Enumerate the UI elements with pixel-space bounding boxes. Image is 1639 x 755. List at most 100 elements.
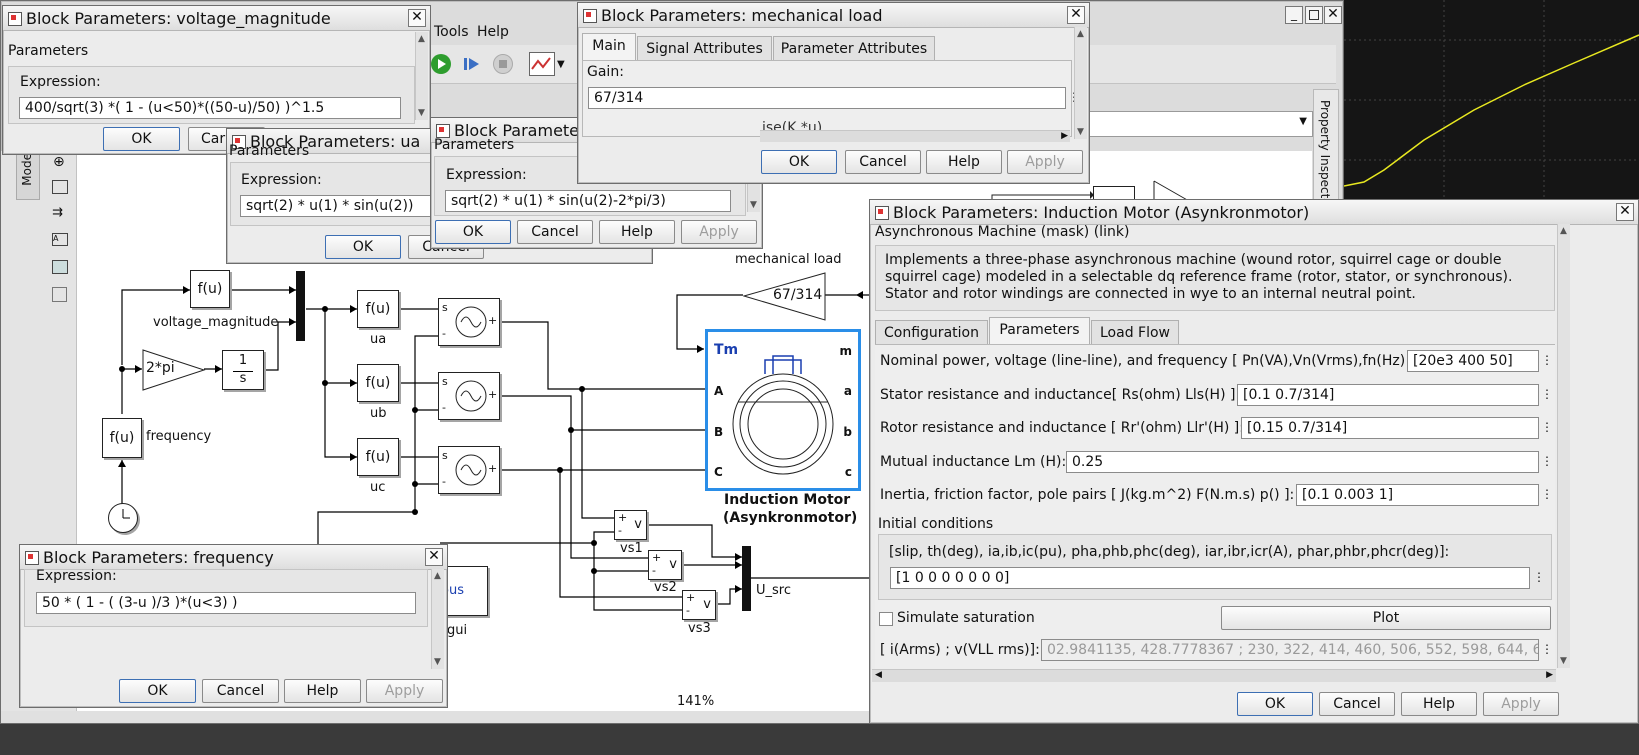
tab-main[interactable]: Main [582,33,636,61]
param-field-mutual[interactable]: 0.25 [1066,451,1539,473]
mux-block[interactable] [296,271,305,341]
expression-field[interactable]: 50 * ( 1 - ( (3-u )/3 )*(u<3) ) [36,592,416,614]
initial-conditions-field[interactable]: [1 0 0 0 0 0 0 0] [890,567,1530,589]
voltage-source-a[interactable]: s - + [438,298,500,346]
usrc-mux-block[interactable] [742,546,751,611]
sidebar-tab[interactable]: Mode [16,146,40,200]
stop-icon[interactable] [493,54,513,74]
more-options-icon[interactable]: ⋮ [1541,454,1553,468]
scope-toolbar-icon[interactable] [529,52,555,76]
model-browser-dropdown[interactable]: ▼ [1086,111,1313,137]
tab-signal-attributes[interactable]: Signal Attributes [637,36,772,61]
fcn-block-frequency[interactable]: f(u) [102,418,142,458]
fcn-block-voltage[interactable]: f(u) [190,270,230,308]
zoom-icon[interactable]: ⊕ [53,154,65,170]
expression-field[interactable]: sqrt(2) * u(1) * sin(u(2)-2*pi/3) [445,190,731,212]
plot-button[interactable]: Plot [1221,606,1551,630]
simulate-saturation-label: Simulate saturation [897,610,1035,626]
close-icon[interactable]: ✕ [425,548,443,566]
fit-view-icon[interactable] [52,180,68,194]
property-inspector-tab[interactable]: Property Inspector [1313,89,1339,211]
menu-help[interactable]: Help [477,24,509,40]
parameters-header: Parameters [8,43,89,59]
ok-button[interactable]: OK [1237,692,1313,716]
apply-button[interactable]: Apply [681,220,757,244]
clock-block[interactable] [108,503,138,533]
run-icon[interactable] [431,54,451,74]
saturation-field[interactable]: 02.9841135, 428.7778367 ; 230, 322, 414,… [1041,639,1539,661]
param-field-inertia[interactable]: [0.1 0.003 1] [1296,484,1539,506]
voltage-meter-vs1[interactable]: +- v [614,510,647,540]
menu-tools[interactable]: Tools [434,24,469,40]
ok-button[interactable]: OK [761,150,837,174]
voltage-meter-vs3[interactable]: +- v [682,590,716,620]
more-options-icon[interactable]: ⋮ [1541,487,1553,501]
title-bar[interactable]: Block Parameters: Induction Motor (Asynk… [870,200,1638,225]
ok-button[interactable]: OK [435,220,511,244]
horizontal-scrollbar[interactable]: ◀▶ [872,669,1556,682]
integrator-den: s [239,371,247,386]
help-button[interactable]: Help [926,150,1002,174]
more-options-icon[interactable]: ⋮ [1533,570,1545,584]
parameters-header: Parameters [229,143,310,159]
voltage-source-c[interactable]: s - + [438,446,500,494]
close-icon[interactable]: ✕ [408,9,426,27]
help-button[interactable]: Help [284,679,361,703]
param-field-nominal[interactable]: [20e3 400 50] [1407,350,1539,372]
chevron-down-icon[interactable]: ▼ [557,59,565,70]
maximize-button[interactable] [1305,6,1323,24]
cancel-button[interactable]: Cancel [202,679,279,703]
cancel-button[interactable]: Cancel [1319,692,1395,716]
ok-button[interactable]: OK [119,679,196,703]
step-forward-icon[interactable] [461,54,483,78]
gain-2pi-block[interactable]: 2*pi [142,349,206,395]
mechanical-load-gain-value: 67/314 [773,287,823,303]
horizontal-scrollbar[interactable]: ▶ [760,130,1070,142]
tab-configuration[interactable]: Configuration [875,320,988,345]
minimize-button[interactable]: _ [1285,6,1303,24]
ok-button[interactable]: OK [103,127,180,151]
more-options-icon[interactable]: ⋮ [1541,420,1553,434]
close-icon[interactable]: ✕ [1067,6,1085,24]
title-bar[interactable]: Block Parameters: voltage_magnitude ✕ [3,6,430,31]
cancel-button[interactable]: Cancel [517,220,593,244]
tab-parameter-attributes[interactable]: Parameter Attributes [773,36,935,61]
induction-motor-block[interactable]: Tm m A B C a b c [705,329,861,491]
title-bar[interactable]: Block Parameters: frequency ✕ [20,545,447,570]
dialog-scrollbar[interactable]: ▲▼ [415,32,428,120]
image-icon[interactable] [52,260,68,274]
more-options-icon[interactable]: ⋮ [1541,387,1553,401]
title-bar[interactable]: Block Parameters: mechanical load ✕ [578,3,1089,28]
dialog-scrollbar[interactable]: ▲▼ [1557,224,1570,668]
more-options-icon[interactable]: ⋮ [1541,642,1553,656]
integrator-block[interactable]: 1 s [222,350,264,390]
cancel-button[interactable]: Cancel [845,150,921,174]
tab-load-flow[interactable]: Load Flow [1091,320,1179,345]
param-field-rotor[interactable]: [0.15 0.7/314] [1241,417,1539,439]
help-button[interactable]: Help [1401,692,1477,716]
apply-button[interactable]: Apply [1007,150,1083,174]
arrow-icon[interactable]: ⇉ [52,205,63,220]
annotation-icon[interactable]: A [52,233,68,246]
fcn-block-ub[interactable]: f(u) [357,364,399,402]
expression-field[interactable]: 400/sqrt(3) *( 1 - (u<50)*((50-u)/50) )^… [19,97,401,119]
close-icon[interactable]: ✕ [1616,203,1634,221]
apply-button[interactable]: Apply [366,679,443,703]
fcn-block-uc[interactable]: f(u) [357,438,399,476]
close-main-button[interactable]: ✕ [1324,6,1342,24]
help-button[interactable]: Help [599,220,675,244]
dialog-scrollbar[interactable]: ▲▼ [431,569,444,669]
area-icon[interactable] [52,287,67,302]
dialog-scrollbar[interactable]: ▲▼ [1074,27,1087,139]
voltage-meter-vs2[interactable]: +- v [648,550,682,580]
ok-button[interactable]: OK [325,235,401,259]
fcn-block-ua[interactable]: f(u) [357,290,399,328]
more-options-icon[interactable]: ⋮ [1541,353,1553,367]
voltage-source-b[interactable]: s - + [438,372,500,420]
gain-field[interactable]: 67/314 [588,87,1066,109]
tab-parameters[interactable]: Parameters [989,317,1090,345]
simulate-saturation-checkbox[interactable] [879,612,893,626]
mechanical-load-gain-block[interactable]: 67/314 [742,272,827,326]
param-field-stator[interactable]: [0.1 0.7/314] [1237,384,1539,406]
apply-button[interactable]: Apply [1483,692,1559,716]
